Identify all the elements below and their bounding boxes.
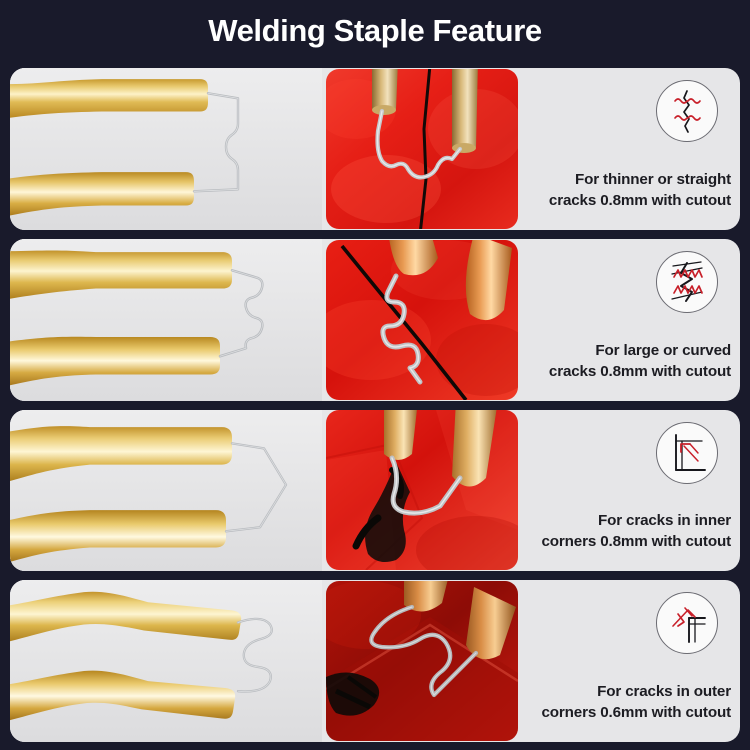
inner-corner-icon-glyph bbox=[675, 433, 706, 471]
zigzag-wave-staple-illustration bbox=[10, 238, 322, 401]
feature-card-inner-corner: For cracks in inner corners 0.8mm with c… bbox=[10, 409, 740, 572]
tool-illustration-pane bbox=[10, 68, 322, 230]
info-pane: For cracks in outer corners 0.6mm with c… bbox=[522, 580, 740, 742]
tool-illustration-pane bbox=[10, 580, 322, 742]
feature-card-outer-corner: For cracks in outer corners 0.6mm with c… bbox=[10, 580, 740, 742]
page-header: Welding Staple Feature bbox=[0, 0, 750, 62]
info-pane: For cracks in inner corners 0.8mm with c… bbox=[522, 410, 740, 572]
straight-crack-icon-glyph bbox=[674, 90, 701, 133]
feature-card-thin-straight: For thinner or straight cracks 0.8mm wit… bbox=[10, 68, 740, 230]
photo-pane bbox=[322, 580, 522, 742]
caption-line-1: For large or curved bbox=[595, 341, 731, 359]
outer-corner-icon bbox=[656, 592, 718, 655]
caption-line-1: For thinner or straight bbox=[574, 170, 731, 188]
tool-illustration-pane bbox=[10, 409, 322, 572]
inner-corner-icon bbox=[656, 421, 718, 484]
outer-corner-icon-glyph bbox=[672, 607, 706, 644]
info-pane: For thinner or straight cracks 0.8mm wit… bbox=[522, 68, 740, 230]
zigzag-crack-icon bbox=[656, 250, 718, 313]
pointed-v-staple-illustration bbox=[10, 409, 322, 572]
card-caption: For large or curved cracks 0.8mm with cu… bbox=[549, 341, 731, 391]
photo-pane bbox=[322, 410, 522, 572]
photo-curved-crack-repair-image bbox=[326, 239, 518, 400]
page-title: Welding Staple Feature bbox=[208, 13, 542, 48]
feature-card-list: For thinner or straight cracks 0.8mm wit… bbox=[10, 68, 740, 742]
photo-outer-corner-repair-image bbox=[326, 581, 518, 742]
feature-card-large-curved: For large or curved cracks 0.8mm with cu… bbox=[10, 238, 740, 401]
info-pane: For large or curved cracks 0.8mm with cu… bbox=[522, 239, 740, 401]
double-loop-staple-illustration bbox=[10, 580, 322, 742]
straight-crack-icon bbox=[656, 80, 718, 142]
photo-pane bbox=[322, 239, 522, 401]
zigzag-crack-icon-glyph bbox=[671, 261, 703, 302]
caption-line-2: cracks 0.8mm with cutout bbox=[548, 191, 731, 209]
flat-wave-staple-illustration bbox=[10, 68, 322, 230]
caption-line-1: For cracks in inner bbox=[597, 512, 731, 530]
caption-line-1: For cracks in outer bbox=[597, 683, 731, 701]
caption-line-2: corners 0.8mm with cutout bbox=[541, 533, 731, 551]
card-caption: For cracks in inner corners 0.8mm with c… bbox=[541, 511, 731, 561]
photo-curved-crack-repair bbox=[326, 239, 518, 400]
photo-pane bbox=[322, 68, 522, 230]
photo-inner-corner-repair bbox=[326, 410, 518, 571]
card-caption: For cracks in outer corners 0.6mm with c… bbox=[541, 682, 731, 732]
photo-straight-crack-repair-image bbox=[326, 68, 518, 229]
photo-outer-corner-repair bbox=[326, 581, 518, 742]
card-caption: For thinner or straight cracks 0.8mm wit… bbox=[549, 170, 731, 220]
photo-straight-crack-repair bbox=[326, 68, 518, 229]
photo-inner-corner-repair-image bbox=[326, 410, 518, 571]
caption-line-2: cracks 0.8mm with cutout bbox=[548, 362, 731, 380]
tool-illustration-pane bbox=[10, 238, 322, 401]
caption-line-2: corners 0.6mm with cutout bbox=[541, 704, 731, 722]
